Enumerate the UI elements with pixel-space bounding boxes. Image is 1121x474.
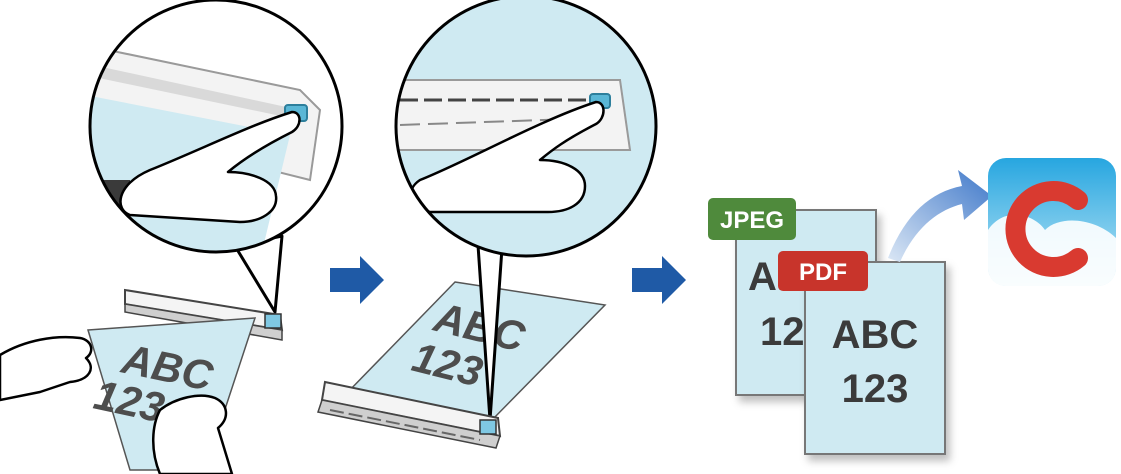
pdf-doc-line2: 123 — [842, 367, 909, 411]
step1-scan-illustration: ABC 123 — [0, 0, 342, 474]
pdf-tag-label: PDF — [799, 259, 847, 286]
pdf-tag: PDF — [778, 251, 868, 291]
step1-zoom-callout — [60, 0, 342, 260]
jpeg-tag: JPEG — [708, 198, 796, 240]
next-step-arrow-icon — [632, 256, 686, 304]
cloud-app-c-icon — [988, 158, 1116, 286]
curved-arrow-icon — [888, 170, 992, 262]
step2-scan-illustration: ABC 123 — [318, 0, 680, 448]
jpeg-tag-label: JPEG — [720, 207, 784, 234]
next-step-arrow-icon — [330, 256, 384, 304]
left-hand — [0, 337, 91, 400]
right-hand — [153, 396, 232, 474]
pdf-doc-line1: ABC — [832, 313, 919, 357]
step2-zoom-callout — [380, 0, 680, 260]
